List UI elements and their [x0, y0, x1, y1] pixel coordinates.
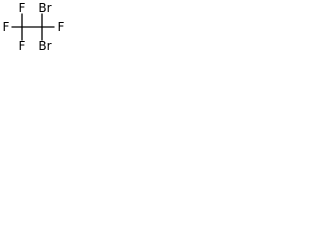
atom-f-right: F — [58, 20, 65, 34]
atom-f-bottom-left: F — [19, 39, 26, 53]
atom-f-left: F — [3, 20, 10, 34]
atom-f-top-left: F — [19, 1, 26, 15]
structural-formula: F F F Br F Br — [3, 1, 65, 53]
atom-br-top: Br — [38, 1, 51, 15]
atom-br-bottom: Br — [38, 39, 51, 53]
